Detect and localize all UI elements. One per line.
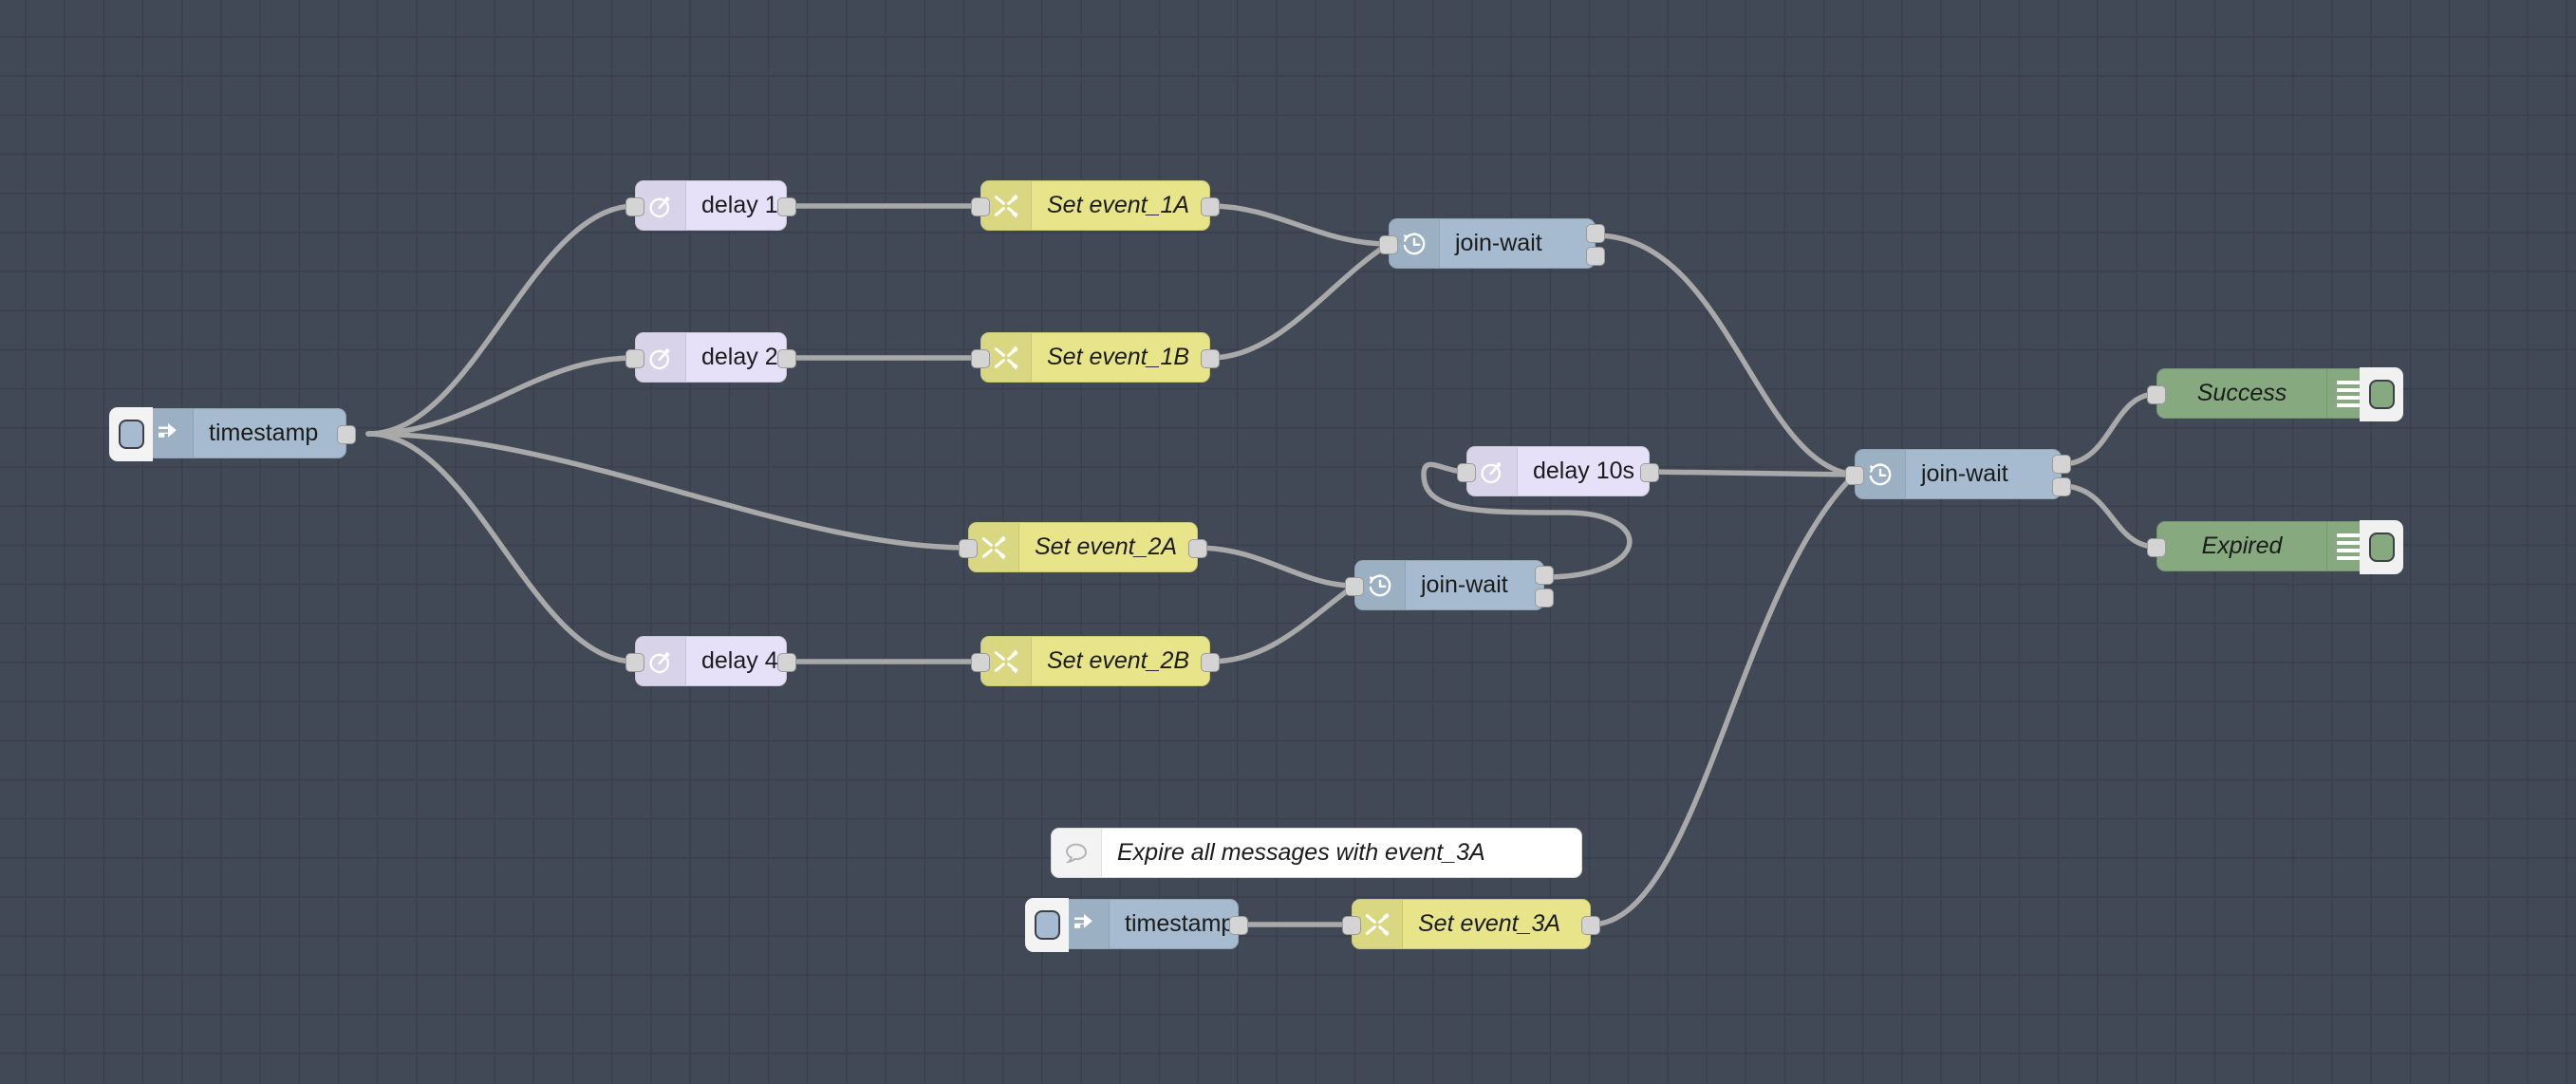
inject-button-square-icon	[1034, 910, 1060, 940]
debug-enable-button-expired[interactable]	[2360, 520, 2403, 574]
wire-join-wait-1-to-join-wait-3	[1593, 233, 1857, 477]
wire-delay-10s-to-join-wait-3	[1647, 469, 1857, 477]
output-port[interactable]	[337, 425, 356, 444]
node-join-wait-1[interactable]: join-wait	[1379, 218, 1605, 269]
debug-enable-button-success[interactable]	[2360, 367, 2403, 421]
input-port[interactable]	[1379, 235, 1398, 254]
node-delay-2s[interactable]: delay 2s	[625, 332, 796, 383]
input-port[interactable]	[1345, 577, 1364, 596]
input-port[interactable]	[1342, 916, 1361, 935]
node-delay-1s[interactable]: delay 1s	[625, 180, 796, 231]
input-port[interactable]	[1845, 466, 1864, 485]
node-label: Set event_2B	[1047, 647, 1190, 674]
input-port[interactable]	[2147, 538, 2166, 557]
node-delay-10s[interactable]: delay 10s	[1457, 446, 1659, 496]
inject-button-square-icon	[118, 420, 144, 449]
inject-trigger-button-2[interactable]	[1025, 898, 1069, 952]
wire-timestamp-to-set-event-2A	[365, 431, 971, 551]
output-port[interactable]	[1188, 539, 1207, 558]
output-port-2[interactable]	[1586, 247, 1605, 266]
wire-set-event-1A-to-join-wait-1	[1207, 203, 1391, 247]
node-debug-expired[interactable]: Expired	[2147, 520, 2403, 574]
wire-timestamp-to-delay-1s	[365, 203, 638, 437]
output-port[interactable]	[777, 197, 796, 216]
node-label: Expired	[2201, 533, 2283, 559]
shuffle-icon	[981, 181, 1032, 230]
output-port[interactable]	[1640, 463, 1659, 482]
debug-lines-icon	[2326, 369, 2369, 418]
node-label: timestamp	[209, 420, 319, 446]
node-delay-4s[interactable]: delay 4s	[625, 636, 796, 686]
node-label: Set event_2A	[1035, 533, 1178, 560]
inject-trigger-button-1[interactable]	[109, 407, 153, 461]
input-port[interactable]	[625, 197, 644, 216]
wire-join-wait-3-to-success-debug	[2059, 391, 2159, 467]
clock-history-icon	[1856, 450, 1906, 498]
wire-join-wait-3-to-expired-debug	[2059, 483, 2159, 550]
node-label: delay 2s	[701, 344, 791, 370]
node-change-set-event-1A[interactable]: Set event_1A	[971, 180, 1220, 231]
output-port-1[interactable]	[2052, 455, 2071, 474]
input-port[interactable]	[971, 653, 990, 672]
node-label: Set event_1A	[1047, 192, 1190, 218]
input-port[interactable]	[2147, 385, 2166, 404]
output-port[interactable]	[777, 653, 796, 672]
debug-button-square-icon	[2368, 533, 2395, 562]
node-inject-timestamp-1[interactable]: timestamp	[109, 407, 356, 461]
node-label: Set event_3A	[1418, 910, 1561, 937]
wire-timestamp-to-delay-4s	[365, 431, 638, 664]
node-inject-timestamp-2[interactable]: timestamp	[1025, 898, 1248, 952]
output-port[interactable]	[777, 349, 796, 368]
node-label: join-wait	[1921, 460, 2008, 487]
node-label: Expire all messages with event_3A	[1117, 839, 1485, 866]
input-port[interactable]	[1457, 463, 1476, 482]
debug-lines-icon	[2326, 522, 2369, 570]
wire-set-event-2A-to-join-wait-2	[1195, 545, 1357, 589]
node-change-set-event-2A[interactable]: Set event_2A	[959, 522, 1207, 572]
output-port[interactable]	[1201, 349, 1220, 368]
speech-bubble-icon	[1052, 829, 1102, 877]
input-port[interactable]	[971, 349, 990, 368]
input-port[interactable]	[971, 197, 990, 216]
output-port-1[interactable]	[1535, 566, 1554, 585]
input-port[interactable]	[625, 349, 644, 368]
node-label: delay 10s	[1533, 458, 1635, 484]
node-label: Success	[2196, 380, 2287, 406]
output-port[interactable]	[1201, 653, 1220, 672]
input-port[interactable]	[959, 539, 978, 558]
node-comment-expire-note[interactable]: Expire all messages with event_3A	[1051, 828, 1582, 878]
output-port[interactable]	[1201, 197, 1220, 216]
wire-timestamp-to-delay-2s	[365, 355, 638, 437]
node-change-set-event-2B[interactable]: Set event_2B	[971, 636, 1220, 686]
node-join-wait-2[interactable]: join-wait	[1345, 560, 1554, 610]
node-debug-success[interactable]: Success	[2147, 367, 2403, 421]
output-port[interactable]	[1229, 916, 1248, 935]
node-label: delay 4s	[701, 647, 791, 674]
output-port-1[interactable]	[1586, 224, 1605, 243]
wire-set-event-3A-to-join-wait-3	[1588, 472, 1857, 927]
output-port[interactable]	[1581, 916, 1600, 935]
node-label: Set event_1B	[1047, 344, 1190, 370]
wire-set-event-1B-to-join-wait-1	[1207, 241, 1391, 361]
node-label: timestamp	[1125, 910, 1235, 937]
node-label: join-wait	[1421, 571, 1508, 598]
node-change-set-event-1B[interactable]: Set event_1B	[971, 332, 1220, 383]
debug-button-square-icon	[2368, 380, 2395, 409]
wire-set-event-2B-to-join-wait-2	[1207, 583, 1357, 664]
node-change-set-event-3A[interactable]: Set event_3A	[1342, 899, 1600, 949]
node-join-wait-3[interactable]: join-wait	[1845, 449, 2071, 499]
output-port-2[interactable]	[2052, 477, 2071, 496]
input-port[interactable]	[625, 653, 644, 672]
node-label: join-wait	[1455, 230, 1542, 256]
output-port-2[interactable]	[1535, 589, 1554, 607]
node-label: delay 1s	[701, 192, 791, 218]
